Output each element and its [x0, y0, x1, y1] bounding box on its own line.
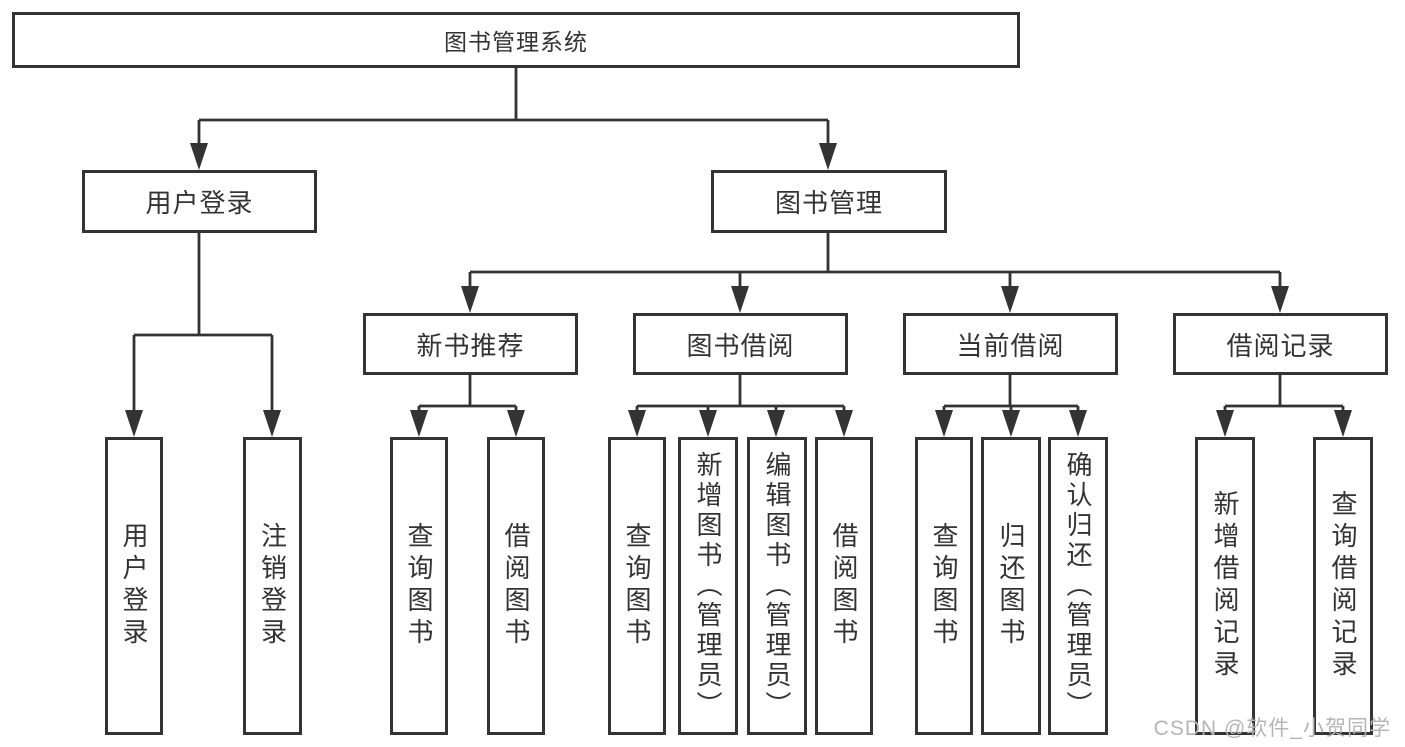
node-leaf-borrow-books-recommend: 借阅图书 — [487, 437, 545, 735]
node-borrow-records: 借阅记录 — [1173, 313, 1388, 375]
node-label: 查询借阅记录 — [1328, 490, 1358, 682]
node-leaf-query-books-current: 查询图书 — [915, 437, 973, 735]
arrowhead-down-icon — [628, 410, 646, 437]
arrowhead-down-icon — [731, 286, 749, 313]
watermark: CSDN @软件_小贺同学 — [1153, 717, 1391, 740]
arrowhead-down-icon — [935, 410, 953, 437]
arrowhead-down-icon — [507, 410, 525, 437]
node-label: 归还图书 — [996, 522, 1026, 650]
arrowhead-down-icon — [1216, 410, 1234, 437]
arrowhead-down-icon — [1002, 410, 1020, 437]
node-leaf-logout: 注销登录 — [243, 437, 302, 735]
node-leaf-confirm-return-admin: 确认归还（管理员） — [1048, 437, 1108, 735]
node-leaf-return-books: 归还图书 — [981, 437, 1041, 735]
node-leaf-query-books-borrow: 查询图书 — [608, 437, 666, 735]
node-leaf-query-books-recommend: 查询图书 — [390, 437, 448, 735]
arrowhead-down-icon — [1001, 286, 1019, 313]
node-leaf-borrow-books: 借阅图书 — [815, 437, 873, 735]
node-label: 确认归还（管理员） — [1063, 451, 1093, 721]
arrowhead-down-icon — [1334, 410, 1352, 437]
arrowhead-down-icon — [461, 286, 479, 313]
node-leaf-add-borrow-record: 新增借阅记录 — [1195, 437, 1255, 735]
arrowhead-down-icon — [125, 410, 143, 437]
node-book-borrowing: 图书借阅 — [633, 313, 848, 375]
node-new-book-recommend: 新书推荐 — [363, 313, 578, 375]
arrowhead-down-icon — [699, 410, 717, 437]
arrowhead-down-icon — [263, 410, 281, 437]
arrowhead-down-icon — [190, 143, 208, 170]
arrowhead-down-icon — [767, 410, 785, 437]
node-label: 查询图书 — [404, 522, 434, 650]
node-leaf-edit-books-admin: 编辑图书（管理员） — [747, 437, 807, 735]
node-leaf-user-login: 用户登录 — [105, 437, 163, 735]
arrowhead-down-icon — [1271, 286, 1289, 313]
node-user-login: 用户登录 — [82, 170, 317, 233]
arrowhead-down-icon — [835, 410, 853, 437]
node-leaf-add-books-admin: 新增图书（管理员） — [678, 437, 738, 735]
node-label: 新增图书（管理员） — [693, 451, 723, 721]
node-label: 用户登录 — [119, 522, 149, 650]
node-current-borrowing: 当前借阅 — [903, 313, 1118, 375]
node-label: 查询图书 — [622, 522, 652, 650]
node-leaf-query-borrow-record: 查询借阅记录 — [1313, 437, 1373, 735]
node-book-management: 图书管理 — [711, 170, 947, 233]
arrowhead-down-icon — [819, 143, 837, 170]
node-label: 注销登录 — [257, 522, 288, 650]
node-label: 新增借阅记录 — [1210, 490, 1240, 682]
arrowhead-down-icon — [410, 410, 428, 437]
node-label: 借阅图书 — [501, 522, 531, 650]
node-label: 编辑图书（管理员） — [762, 451, 792, 721]
node-label: 借阅图书 — [829, 522, 859, 650]
node-label: 查询图书 — [929, 522, 959, 650]
arrowhead-down-icon — [1069, 410, 1087, 437]
node-library-management-system: 图书管理系统 — [12, 12, 1020, 68]
